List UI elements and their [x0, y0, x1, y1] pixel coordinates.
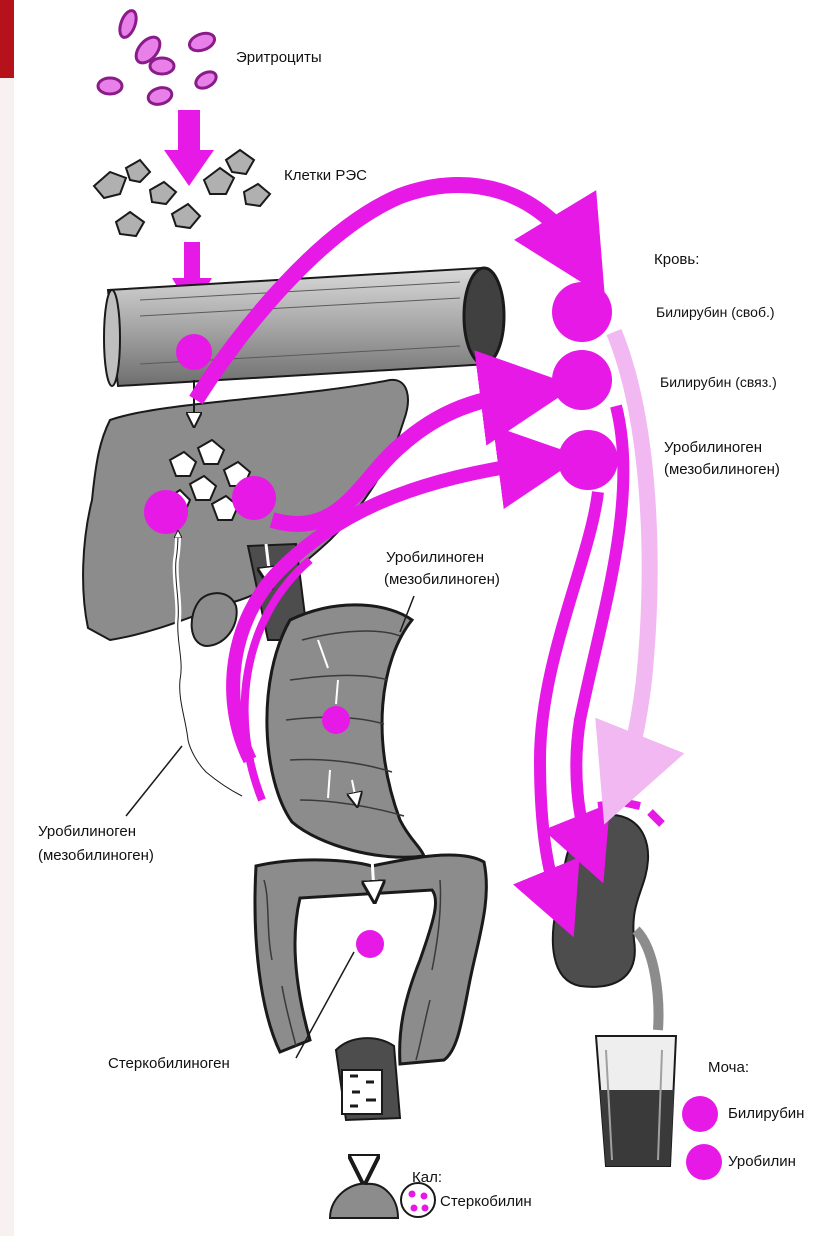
blood-vessel-icon	[104, 268, 504, 386]
portal-label-pointer	[126, 746, 182, 816]
res-cells-label: Клетки РЭС	[284, 166, 367, 186]
duodenum-icon	[267, 605, 424, 857]
feces-title: Кал:	[412, 1168, 442, 1188]
colon-icon	[255, 855, 486, 1120]
duodenum-bilirubin-dot	[322, 706, 350, 734]
blood-title: Кровь:	[654, 250, 699, 270]
feces-icon	[330, 1183, 435, 1218]
vessel-bilirubin-dot	[176, 334, 212, 370]
colon-stercobilinogen-dot	[356, 930, 384, 958]
erythrocyte-down-arrow	[164, 110, 214, 186]
mesobilinogen-portal-label: (мезобилиноген)	[38, 846, 154, 866]
urine-title: Моча:	[708, 1058, 749, 1078]
bilirubin-free-label: Билирубин (своб.)	[656, 302, 775, 322]
urobilinogen-blood-label: Уробилиноген	[664, 438, 762, 458]
erythrocytes-label: Эритроциты	[236, 48, 322, 68]
feces-stercobilin-label: Стеркобилин	[440, 1192, 532, 1212]
urobilinogen-portal-label: Уробилиноген	[38, 822, 136, 842]
blood-bilirubin-free-dot	[552, 282, 612, 342]
urine-bilirubin-dot	[682, 1096, 718, 1132]
liver-bilirubin-dot-left	[144, 490, 188, 534]
bilirubin-bound-label: Билирубин (связ.)	[660, 372, 777, 392]
mesobilinogen-blood-label: (мезобилиноген)	[664, 460, 780, 480]
urine-urobilin-dot	[686, 1144, 722, 1180]
urobilinogen-intestine-label: Уробилиноген	[386, 548, 484, 568]
urine-bilirubin-label: Билирубин	[728, 1104, 804, 1124]
stercobilinogen-label: Стеркобилиноген	[108, 1054, 230, 1074]
urine-glass-icon	[596, 1036, 676, 1166]
blood-bilirubin-bound-dot	[552, 350, 612, 410]
duodenum-to-colon-arrow	[372, 858, 374, 892]
urine-urobilin-label: Уробилин	[728, 1152, 796, 1172]
kidney-icon	[553, 802, 662, 1030]
red-blood-cells-icon	[98, 8, 219, 106]
blood-urobilinogen-dot	[558, 430, 618, 490]
mesobilinogen-intestine-label: (мезобилиноген)	[384, 570, 500, 590]
liver-bilirubin-dot-right	[232, 476, 276, 520]
